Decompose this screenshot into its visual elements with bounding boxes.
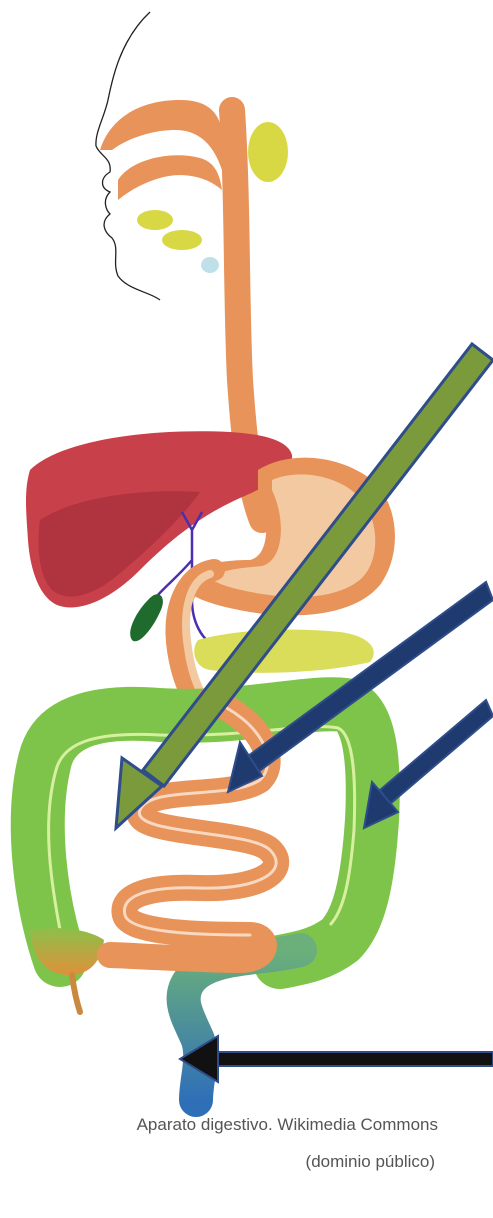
caption-line-2: (dominio público) xyxy=(306,1152,435,1172)
salivary-gland-submandibular xyxy=(162,230,202,250)
salivary-gland-sublingual xyxy=(137,210,173,230)
salivary-gland-small xyxy=(201,257,219,273)
head-outline xyxy=(96,12,160,300)
pancreas xyxy=(194,630,374,673)
gallbladder xyxy=(130,594,163,641)
oral-cavity xyxy=(118,155,222,200)
arrow-black xyxy=(180,1036,493,1082)
salivary-gland-parotid xyxy=(248,122,288,182)
caption-line-1: Aparato digestivo. Wikimedia Commons xyxy=(137,1115,438,1135)
